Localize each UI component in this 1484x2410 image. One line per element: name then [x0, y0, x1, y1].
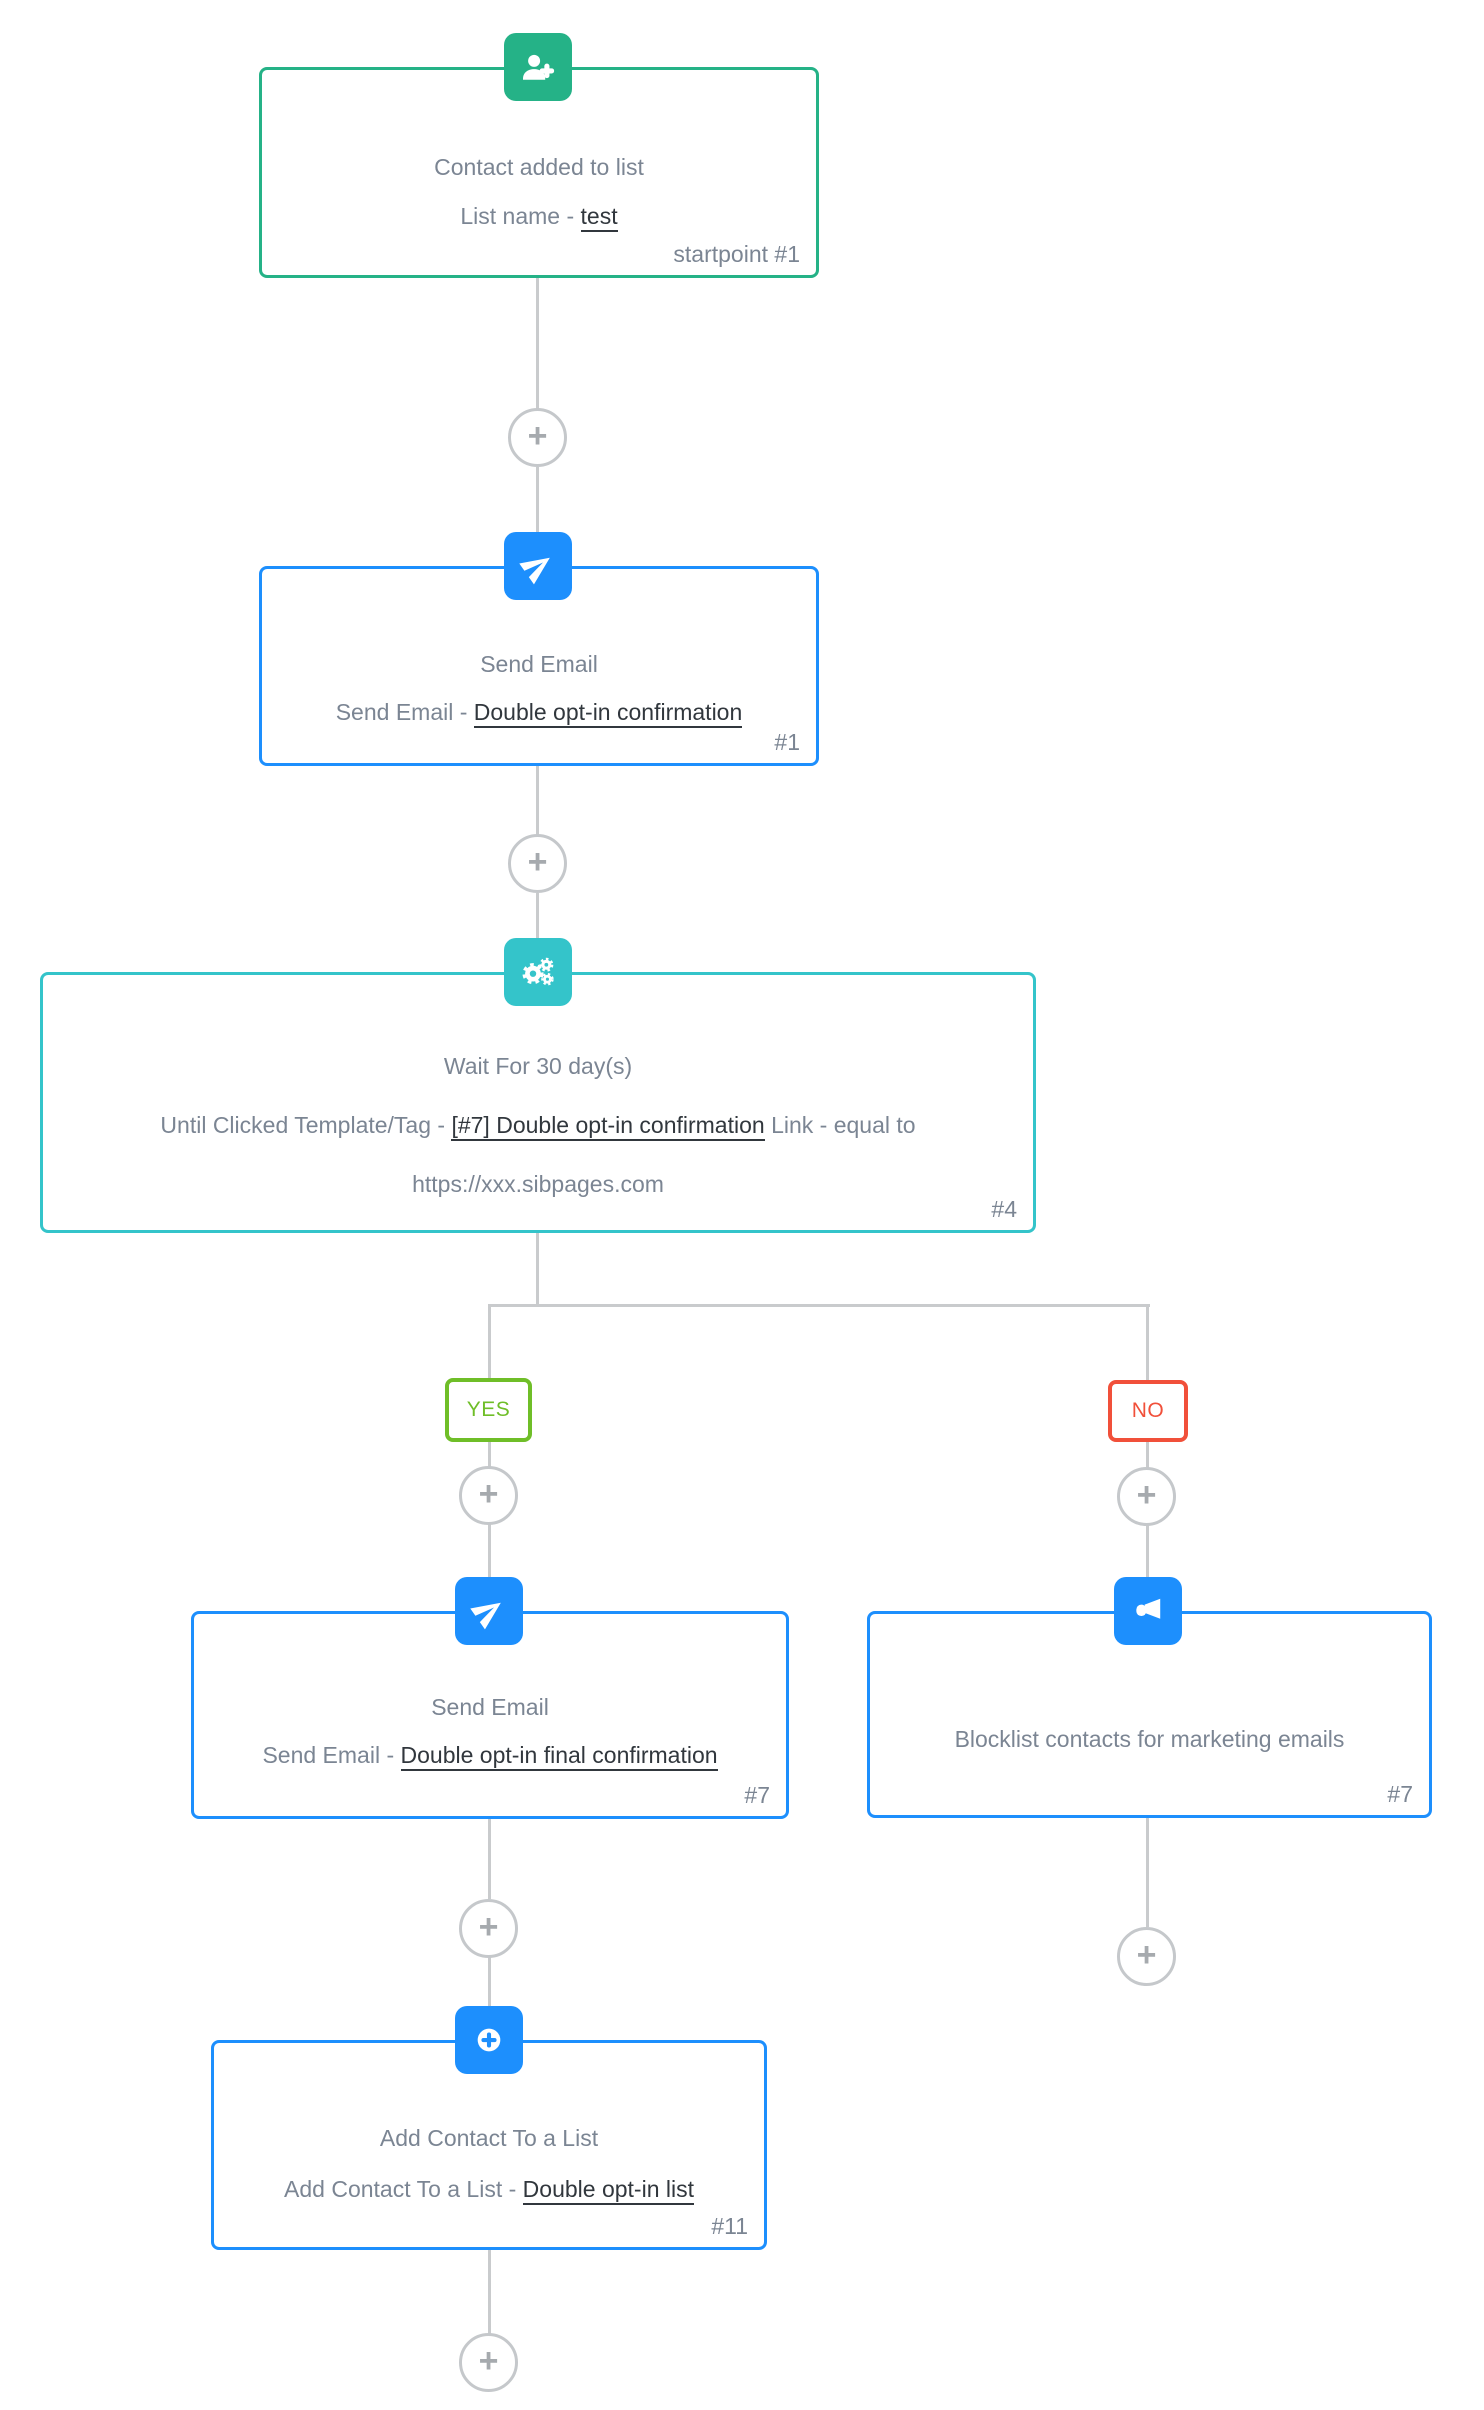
add-step-button[interactable]: + [508, 834, 567, 893]
action-node-add-contact[interactable]: Add Contact To a List Add Contact To a L… [211, 2040, 767, 2250]
node-badge: #11 [711, 2213, 748, 2239]
connector-line [536, 1233, 539, 1306]
node-title: Send Email [431, 1694, 549, 1720]
paper-plane-icon [504, 532, 572, 600]
connector-line [1146, 1525, 1149, 1577]
connector-line [488, 1524, 491, 1577]
branch-label-no: NO [1108, 1380, 1188, 1442]
branch-split-line [488, 1304, 1150, 1307]
add-step-button[interactable]: + [459, 2333, 518, 2392]
connector-line [536, 893, 539, 939]
node-subtitle: Add Contact To a List - Double opt-in li… [214, 2176, 764, 2205]
plus-icon: + [527, 842, 548, 881]
connector-line [488, 1442, 491, 1467]
add-step-button[interactable]: + [508, 408, 567, 467]
node-condition: Until Clicked Template/Tag - [#7] Double… [43, 1112, 1033, 1141]
node-title: Add Contact To a List [379, 2125, 599, 2151]
trigger-node-contact-added[interactable]: Contact added to list List name - test s… [259, 67, 819, 278]
add-step-button[interactable]: + [459, 1466, 518, 1525]
cogs-icon [504, 938, 572, 1006]
plus-icon: + [527, 416, 548, 455]
node-subtitle: Send Email - Double opt-in confirmation [262, 699, 816, 728]
node-badge: #1 [774, 729, 800, 755]
condition-node-wait[interactable]: Wait For 30 day(s) Until Clicked Templat… [40, 972, 1036, 1233]
plus-icon: + [1136, 1475, 1157, 1514]
node-subtitle: List name - test [262, 203, 816, 232]
email-template-link[interactable]: Double opt-in final confirmation [400, 1742, 718, 1771]
node-title: Wait For 30 day(s) [443, 1053, 633, 1079]
plus-icon: + [478, 1907, 499, 1946]
node-url: https://xxx.sibpages.com [412, 1171, 664, 1197]
plus-icon: + [1136, 1935, 1157, 1974]
megaphone-icon [1114, 1577, 1182, 1645]
connector-line [488, 1304, 491, 1378]
paper-plane-icon [455, 1577, 523, 1645]
plus-icon: + [478, 1474, 499, 1513]
node-badge: #7 [744, 1782, 770, 1808]
add-step-button[interactable]: + [1117, 1467, 1176, 1526]
add-step-button[interactable]: + [459, 1899, 518, 1958]
action-node-send-email-1[interactable]: Send Email Send Email - Double opt-in co… [259, 566, 819, 766]
node-badge: #7 [1387, 1781, 1413, 1807]
node-title: Blocklist contacts for marketing emails [954, 1726, 1345, 1752]
node-title: Send Email [480, 651, 598, 677]
node-badge: startpoint #1 [673, 241, 800, 267]
connector-line [536, 766, 539, 835]
node-title: Contact added to list [434, 154, 644, 180]
connector-line [1146, 1304, 1149, 1380]
email-template-link[interactable]: Double opt-in confirmation [473, 699, 743, 728]
connector-line [488, 1819, 491, 1899]
list-name-link[interactable]: test [580, 203, 618, 232]
action-node-send-email-final[interactable]: Send Email Send Email - Double opt-in fi… [191, 1611, 789, 1819]
connector-line [536, 278, 539, 409]
plus-icon: + [478, 2341, 499, 2380]
connector-line [1146, 1818, 1149, 1927]
connector-line [536, 467, 539, 533]
connector-line [488, 2250, 491, 2334]
plus-circle-icon [455, 2006, 523, 2074]
action-node-blocklist[interactable]: Blocklist contacts for marketing emails … [867, 1611, 1432, 1818]
connector-line [488, 1956, 491, 2006]
branch-label-yes: YES [445, 1378, 532, 1442]
connector-line [1146, 1442, 1149, 1468]
add-step-button[interactable]: + [1117, 1927, 1176, 1986]
node-badge: #4 [991, 1196, 1017, 1222]
user-plus-icon [504, 33, 572, 101]
node-subtitle: Send Email - Double opt-in final confirm… [194, 1742, 786, 1771]
list-link[interactable]: Double opt-in list [522, 2176, 694, 2205]
template-tag-link[interactable]: [#7] Double opt-in confirmation [451, 1112, 765, 1141]
